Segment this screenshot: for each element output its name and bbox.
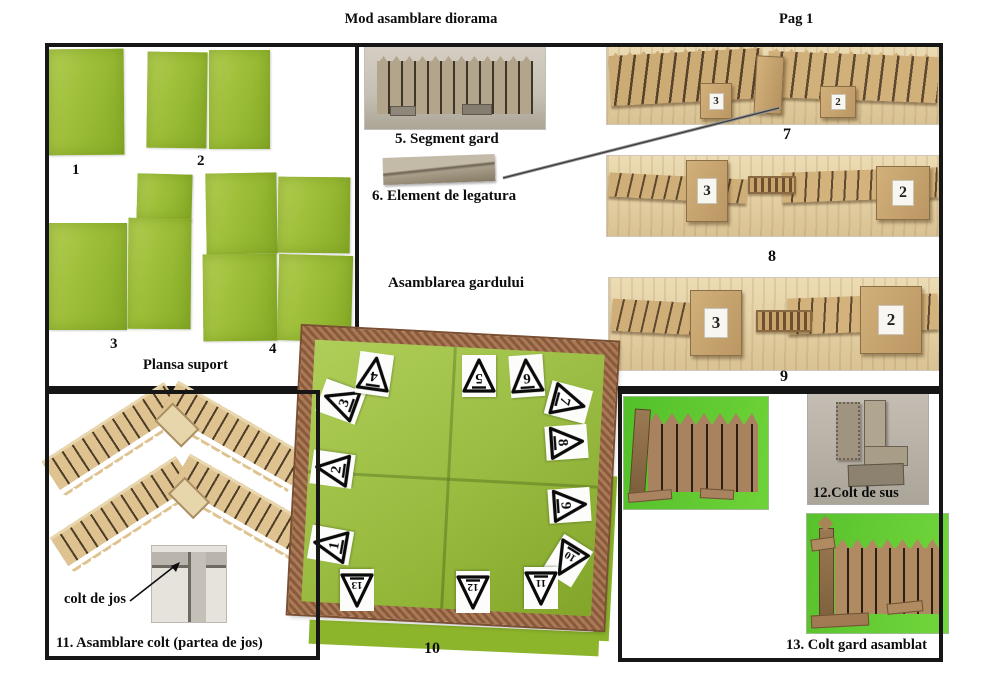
block-label: 3 bbox=[697, 178, 717, 204]
marker-block-3: 3 bbox=[690, 290, 742, 356]
sheet-photo-2a bbox=[146, 51, 208, 149]
marker-block-3: 3 bbox=[686, 160, 728, 222]
sheet-photo-3-top bbox=[136, 173, 193, 222]
block-label: 2 bbox=[892, 180, 914, 206]
page-number: Pag 1 bbox=[779, 11, 814, 27]
photo-7: 3 2 bbox=[607, 44, 941, 124]
svg-text:8: 8 bbox=[554, 438, 570, 447]
fence-pickets bbox=[648, 413, 758, 492]
photo-10-caption: 10 bbox=[424, 640, 440, 657]
photo-9-caption: 9 bbox=[780, 368, 788, 385]
svg-text:2: 2 bbox=[328, 465, 345, 475]
svg-text:13: 13 bbox=[351, 579, 363, 591]
picket-tops bbox=[835, 537, 941, 548]
photo-12-caption: 12.Colt de sus bbox=[813, 485, 899, 501]
svg-text:12: 12 bbox=[467, 581, 479, 593]
svg-text:9: 9 bbox=[557, 501, 573, 510]
block-label: 3 bbox=[704, 308, 728, 338]
corner-base-strip bbox=[810, 612, 870, 629]
assembly-title: Asamblarea gardului bbox=[388, 275, 524, 291]
svg-text:11: 11 bbox=[536, 577, 546, 589]
photo-8-caption: 8 bbox=[768, 248, 776, 265]
board-marker-4: 4 bbox=[354, 350, 395, 402]
corner-strip-vertical-1 bbox=[836, 402, 860, 460]
photo-segment-gard bbox=[365, 44, 545, 129]
block-label: 3 bbox=[708, 92, 724, 110]
photo-8: 3 2 bbox=[607, 156, 941, 236]
board-marker-13: 13 bbox=[340, 564, 374, 611]
sheet-photo-3b bbox=[127, 217, 192, 330]
board-marker-5: 5 bbox=[462, 355, 496, 402]
corner-bottom-label: colt de jos bbox=[64, 591, 127, 607]
photo-9: 3 2 bbox=[609, 278, 941, 370]
fence-pickets bbox=[377, 56, 533, 114]
sheet-label-4: 4 bbox=[269, 341, 277, 357]
plansa-caption: Plansa suport bbox=[143, 357, 229, 373]
flat-fence-left bbox=[608, 45, 764, 106]
picket-tops bbox=[768, 43, 940, 57]
corner-bottom-caption: 11. Asamblare colt (partea de jos) bbox=[56, 635, 263, 651]
element-legatura-caption: 6. Element de legatura bbox=[372, 188, 517, 204]
marker-block-3: 3 bbox=[700, 83, 732, 119]
photo-7-caption: 7 bbox=[783, 126, 791, 143]
connector-element bbox=[753, 55, 785, 115]
marker-block-2: 2 bbox=[860, 286, 922, 354]
board-marker-2: 2 bbox=[309, 449, 360, 489]
marker-block-2: 2 bbox=[876, 166, 930, 220]
board-marker-6: 6 bbox=[508, 353, 546, 403]
board-marker-12: 12 bbox=[456, 566, 490, 613]
picket-tops bbox=[608, 40, 761, 57]
corner-strip-horizontal-2 bbox=[847, 463, 905, 487]
sheet-label-1: 1 bbox=[72, 162, 80, 178]
svg-text:5: 5 bbox=[475, 370, 483, 386]
fence-foot-right bbox=[462, 104, 492, 115]
sheet-label-3: 3 bbox=[110, 336, 118, 352]
connector-element-corrugated bbox=[748, 176, 796, 194]
picket-slats bbox=[377, 61, 533, 114]
photo-colt-gard-asamblat bbox=[807, 514, 948, 633]
page-title: Mod asamblare diorama bbox=[344, 11, 498, 27]
sheet-label-2: 2 bbox=[197, 153, 205, 169]
board-marker-9: 9 bbox=[542, 486, 592, 524]
svg-text:1: 1 bbox=[326, 541, 343, 551]
svg-text:7: 7 bbox=[556, 395, 574, 407]
sheet-photo-1 bbox=[47, 48, 125, 156]
board-marker-11: 11 bbox=[524, 562, 558, 609]
picket-tops bbox=[648, 412, 758, 424]
board-marker-8: 8 bbox=[539, 423, 589, 461]
picket-tops bbox=[377, 52, 533, 61]
marker-block-2: 2 bbox=[820, 86, 856, 118]
fence-foot-right bbox=[699, 488, 735, 500]
sheet-photo-4a bbox=[205, 172, 278, 255]
fence-foot-left bbox=[390, 106, 416, 116]
sheet-photo-4b bbox=[277, 176, 351, 254]
svg-text:4: 4 bbox=[369, 367, 379, 384]
block-label: 2 bbox=[830, 94, 846, 110]
column-divider bbox=[355, 43, 359, 390]
chevron2-left-fence bbox=[49, 455, 199, 573]
picket-slats bbox=[648, 424, 758, 492]
board-marker-7: 7 bbox=[539, 379, 594, 425]
board-marker-3: 3 bbox=[315, 378, 371, 426]
picket-tips bbox=[68, 484, 199, 573]
flat-fence-right bbox=[767, 48, 940, 103]
sheet-photo-4c bbox=[202, 253, 278, 342]
photo-corner-on-green bbox=[624, 397, 768, 509]
sheet-photo-3a bbox=[49, 223, 127, 330]
connector-element-corrugated bbox=[756, 310, 812, 332]
segment-gard-caption: 5. Segment gard bbox=[395, 131, 499, 147]
block-label: 2 bbox=[878, 305, 904, 335]
photo-13-caption: 13. Colt gard asamblat bbox=[786, 637, 927, 653]
photo-corner-inset bbox=[152, 546, 226, 622]
sheet-photo-2b bbox=[209, 50, 270, 149]
photo-element-legatura bbox=[382, 154, 496, 185]
corner-piece-vertical bbox=[188, 552, 206, 622]
svg-text:6: 6 bbox=[522, 370, 531, 387]
photo-colt-de-sus bbox=[808, 392, 928, 504]
